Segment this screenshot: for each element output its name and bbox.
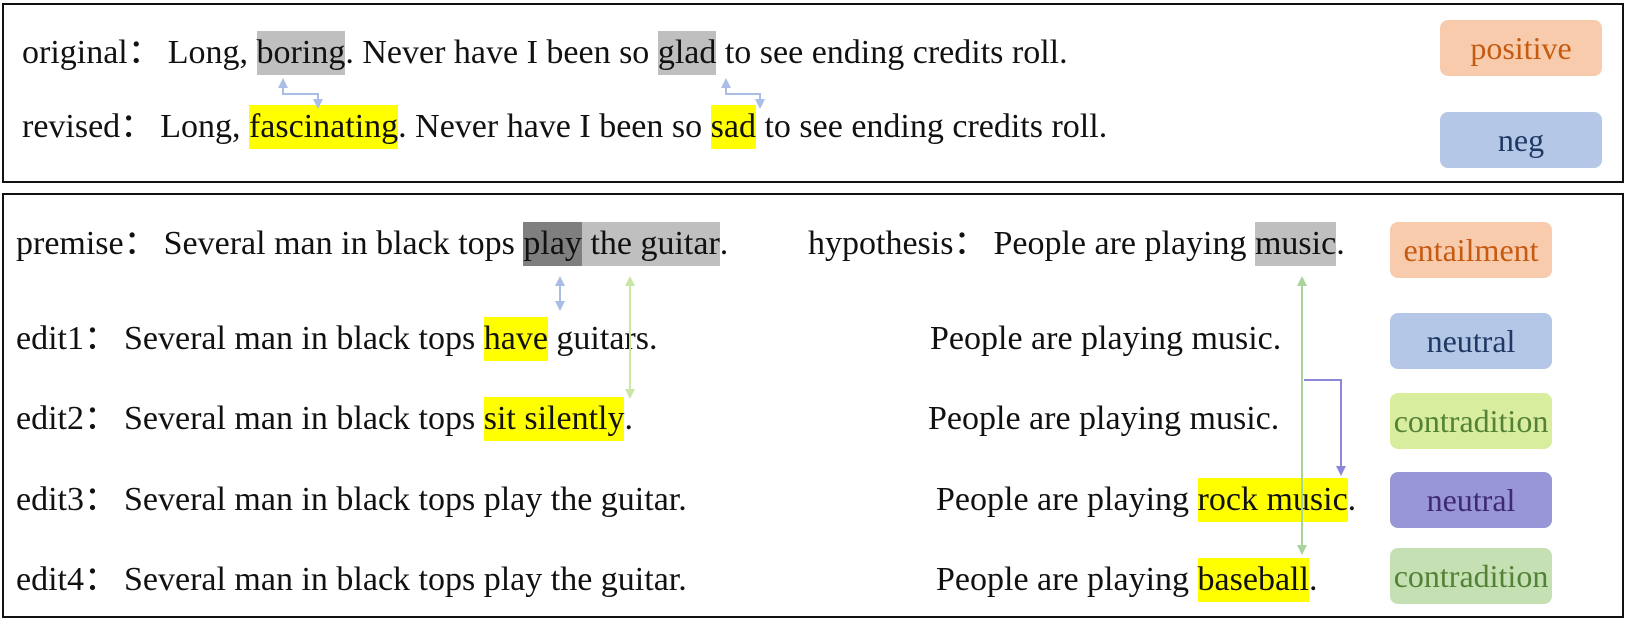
edit1-hypothesis: People are playing music.: [930, 320, 1282, 357]
revised-text-3: to see ending credits roll.: [755, 108, 1108, 145]
label-neg: neg: [1440, 112, 1602, 168]
arrowhead-sit: [625, 389, 635, 399]
hypothesis-word-music: music: [1254, 222, 1337, 266]
revised-sentence: revised：Long, fascinating. Never have I …: [22, 105, 1107, 149]
label-edit3-neutral: neutral: [1390, 472, 1552, 528]
arrowhead-play: [555, 276, 565, 286]
arrowhead-glad: [721, 78, 731, 88]
hypothesis-text-2: .: [1336, 225, 1345, 262]
arrowhead-baseball: [1297, 545, 1307, 555]
arrowhead-have: [555, 301, 565, 311]
edit3-hyp-text-1: People are playing: [936, 481, 1198, 518]
original-label: original：: [22, 34, 162, 71]
premise-word-the-guitar: the guitar: [581, 222, 720, 266]
revised-label: revised：: [22, 108, 155, 145]
original-sentence: original：Long, boring. Never have I been…: [22, 31, 1068, 75]
premise-text-2: .: [719, 225, 729, 262]
arrowhead-rock: [1336, 466, 1346, 476]
original-text-2: . Never have I been so: [345, 34, 658, 71]
arrowhead-guitar: [625, 276, 635, 286]
edit4-sentence: edit4：Several man in black tops play the…: [16, 558, 687, 602]
label-positive: positive: [1440, 20, 1602, 76]
edit3-hypothesis: People are playing rock music.: [936, 478, 1356, 522]
edit3-label: edit3：: [16, 481, 118, 518]
arrowhead-sad: [755, 99, 765, 109]
premise-word-play: play: [523, 222, 582, 266]
revised-text-2: . Never have I been so: [398, 108, 711, 145]
premise-hypothesis: hypothesis：People are playing music.: [808, 222, 1345, 266]
hypothesis-text-1: People are playing: [993, 225, 1255, 262]
edit1-text-1: Several man in black tops: [123, 320, 484, 357]
edit3-text: Several man in black tops play the guita…: [123, 481, 687, 518]
edit4-word-baseball: baseball: [1197, 558, 1309, 602]
original-text-1: Long,: [167, 34, 257, 71]
nli-panel: [2, 193, 1624, 618]
premise-label: premise：: [16, 225, 158, 262]
edit2-hypothesis: People are playing music.: [928, 400, 1280, 437]
edit2-text-1: Several man in black tops: [123, 400, 484, 437]
original-word-boring: boring: [256, 31, 346, 75]
edit4-label: edit4：: [16, 561, 118, 598]
original-text-3: to see ending credits roll.: [716, 34, 1068, 71]
arrowhead-fascinating: [313, 99, 323, 109]
arrow-music-rock: [1304, 379, 1342, 472]
arrow-glad-sad: [725, 80, 761, 107]
edit3-sentence: edit3：Several man in black tops play the…: [16, 478, 687, 522]
edit4-hypothesis: People are playing baseball.: [936, 558, 1317, 602]
label-edit2-contradition: contradition: [1390, 393, 1552, 449]
edit1-sentence: edit1：Several man in black tops have gui…: [16, 317, 657, 361]
edit3-hyp-text-2: .: [1347, 481, 1357, 518]
edit2-word-sit-silently: sit silently: [483, 397, 625, 441]
arrowhead-music: [1297, 276, 1307, 286]
edit2-sentence: edit2：Several man in black tops sit sile…: [16, 397, 633, 441]
edit1-text-2: guitars.: [547, 320, 658, 357]
original-word-glad: glad: [657, 31, 717, 75]
edit2-label: edit2：: [16, 400, 118, 437]
premise-sentence: premise：Several man in black tops play t…: [16, 222, 728, 266]
label-edit1-neutral: neutral: [1390, 313, 1552, 369]
arrowhead-boring: [278, 78, 288, 88]
hypothesis-label: hypothesis：: [808, 225, 988, 262]
label-edit4-contradition: contradition: [1390, 548, 1552, 604]
premise-text-1: Several man in black tops: [163, 225, 524, 262]
edit3-word-rock-music: rock music: [1197, 478, 1348, 522]
edit4-hyp-text-1: People are playing: [936, 561, 1198, 598]
edit1-label: edit1：: [16, 320, 118, 357]
edit1-word-have: have: [483, 317, 548, 361]
edit4-text: Several man in black tops play the guita…: [123, 561, 687, 598]
edit2-text-2: .: [624, 400, 633, 437]
revised-word-sad: sad: [710, 105, 756, 149]
arrow-boring-fascinating: [282, 80, 319, 107]
revised-word-fascinating: fascinating: [248, 105, 399, 149]
label-entailment: entailment: [1390, 222, 1552, 278]
revised-text-1: Long,: [160, 108, 249, 145]
edit4-hyp-text-2: .: [1308, 561, 1318, 598]
